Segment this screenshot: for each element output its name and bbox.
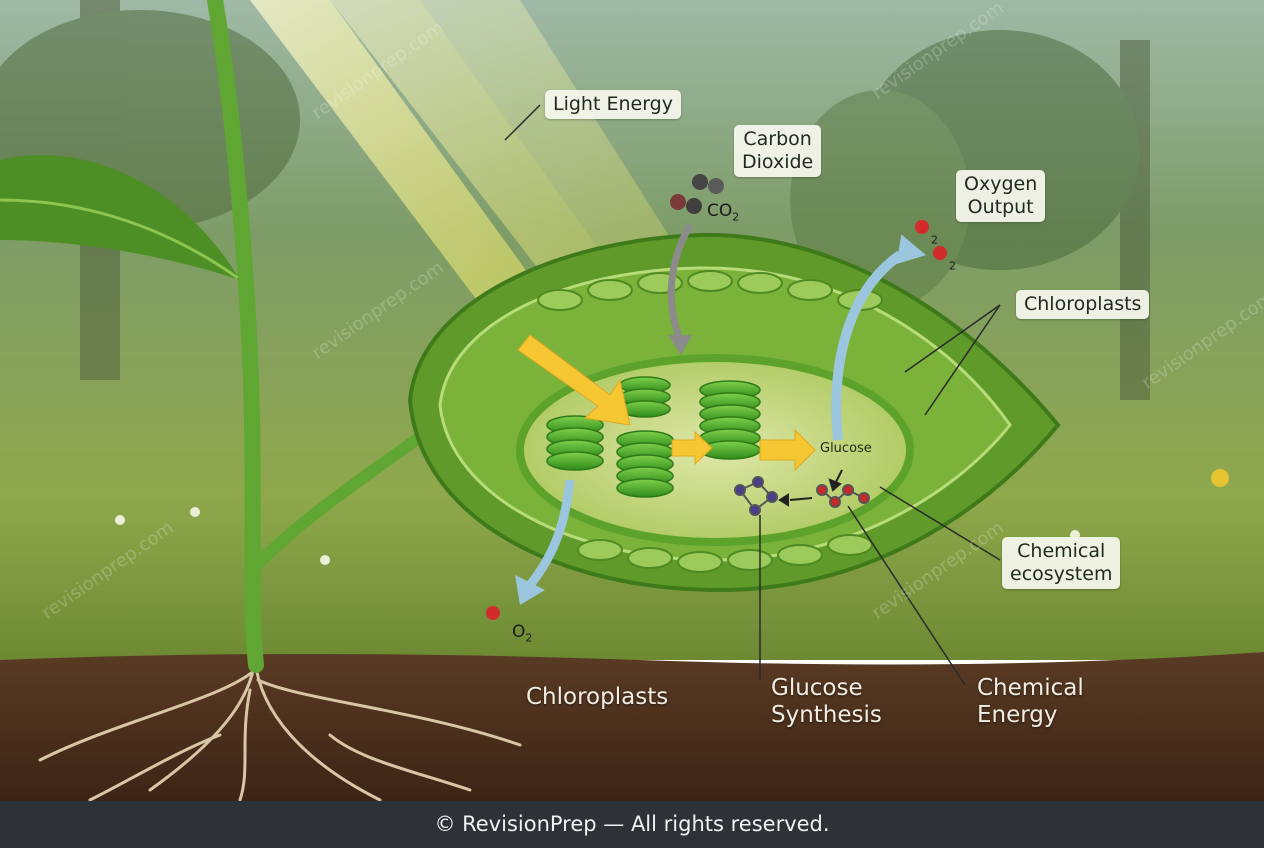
label-glucose-synthesis-line1: Glucose <box>771 675 863 701</box>
label-chemical-ecosystem-line2: ecosystem <box>1010 563 1113 585</box>
formula-co2-sub: 2 <box>732 210 740 224</box>
formula-o2-b-sub: 2 <box>949 259 956 273</box>
formula-o2-b: 2 <box>949 250 956 272</box>
label-chemical-ecosystem: Chemical ecosystem <box>1002 537 1121 589</box>
label-chloroplasts-top-text: Chloroplasts <box>1024 293 1142 315</box>
leader-lines <box>504 104 1001 686</box>
label-carbon-dioxide: Carbon Dioxide <box>734 125 822 177</box>
label-light-energy: Light Energy <box>545 90 681 119</box>
leaf-stem <box>246 424 436 576</box>
soil <box>0 652 1264 801</box>
roots <box>38 658 522 802</box>
label-chemical-energy-line2: Energy <box>977 702 1058 728</box>
grana-stacks <box>546 376 761 498</box>
energy-arrows <box>517 334 816 472</box>
label-glucose-synthesis: Glucose Synthesis <box>771 675 882 729</box>
oxygen-arrow-down <box>526 479 575 588</box>
copyright-footer: © RevisionPrep — All rights reserved. <box>0 801 1264 848</box>
formula-o2-bottom-sub: 2 <box>525 631 533 645</box>
plant-stem <box>207 0 264 673</box>
synthesis-molecule <box>734 476 778 516</box>
small-arrows <box>778 469 843 507</box>
label-carbon-dioxide-line1: Carbon <box>743 128 812 150</box>
label-oxygen-output: Oxygen Output <box>956 170 1046 222</box>
oxygen-arrow-up <box>831 250 903 441</box>
co2-molecule <box>670 174 724 214</box>
co2-arrow <box>667 223 694 342</box>
copyright-text: © RevisionPrep — All rights reserved. <box>434 812 830 836</box>
glucose-molecule <box>816 484 870 508</box>
label-light-energy-text: Light Energy <box>553 93 673 115</box>
formula-co2: CO2 <box>707 201 739 223</box>
formula-o2-bottom-main: O <box>512 622 526 642</box>
label-oxygen-output-line1: Oxygen <box>964 173 1038 195</box>
label-glucose-synthesis-line2: Synthesis <box>771 702 882 728</box>
label-chloroplasts-bottom: Chloroplasts <box>526 684 669 710</box>
label-chemical-energy: Chemical Energy <box>977 675 1084 729</box>
formula-o2-a: 2 <box>931 224 938 246</box>
leaf-cells <box>537 270 883 573</box>
label-chemical-ecosystem-line1: Chemical <box>1017 540 1106 562</box>
oxygen-molecules <box>486 220 947 620</box>
formula-o2-bottom: O2 <box>512 622 532 644</box>
label-chloroplasts-top: Chloroplasts <box>1016 290 1150 319</box>
label-chemical-energy-line1: Chemical <box>977 675 1084 701</box>
label-oxygen-output-line2: Output <box>967 196 1034 218</box>
formula-co2-main: CO <box>707 201 733 221</box>
formula-o2-a-sub: 2 <box>931 233 938 247</box>
label-carbon-dioxide-line2: Dioxide <box>742 151 814 173</box>
label-glucose-inner: Glucose <box>820 441 872 456</box>
